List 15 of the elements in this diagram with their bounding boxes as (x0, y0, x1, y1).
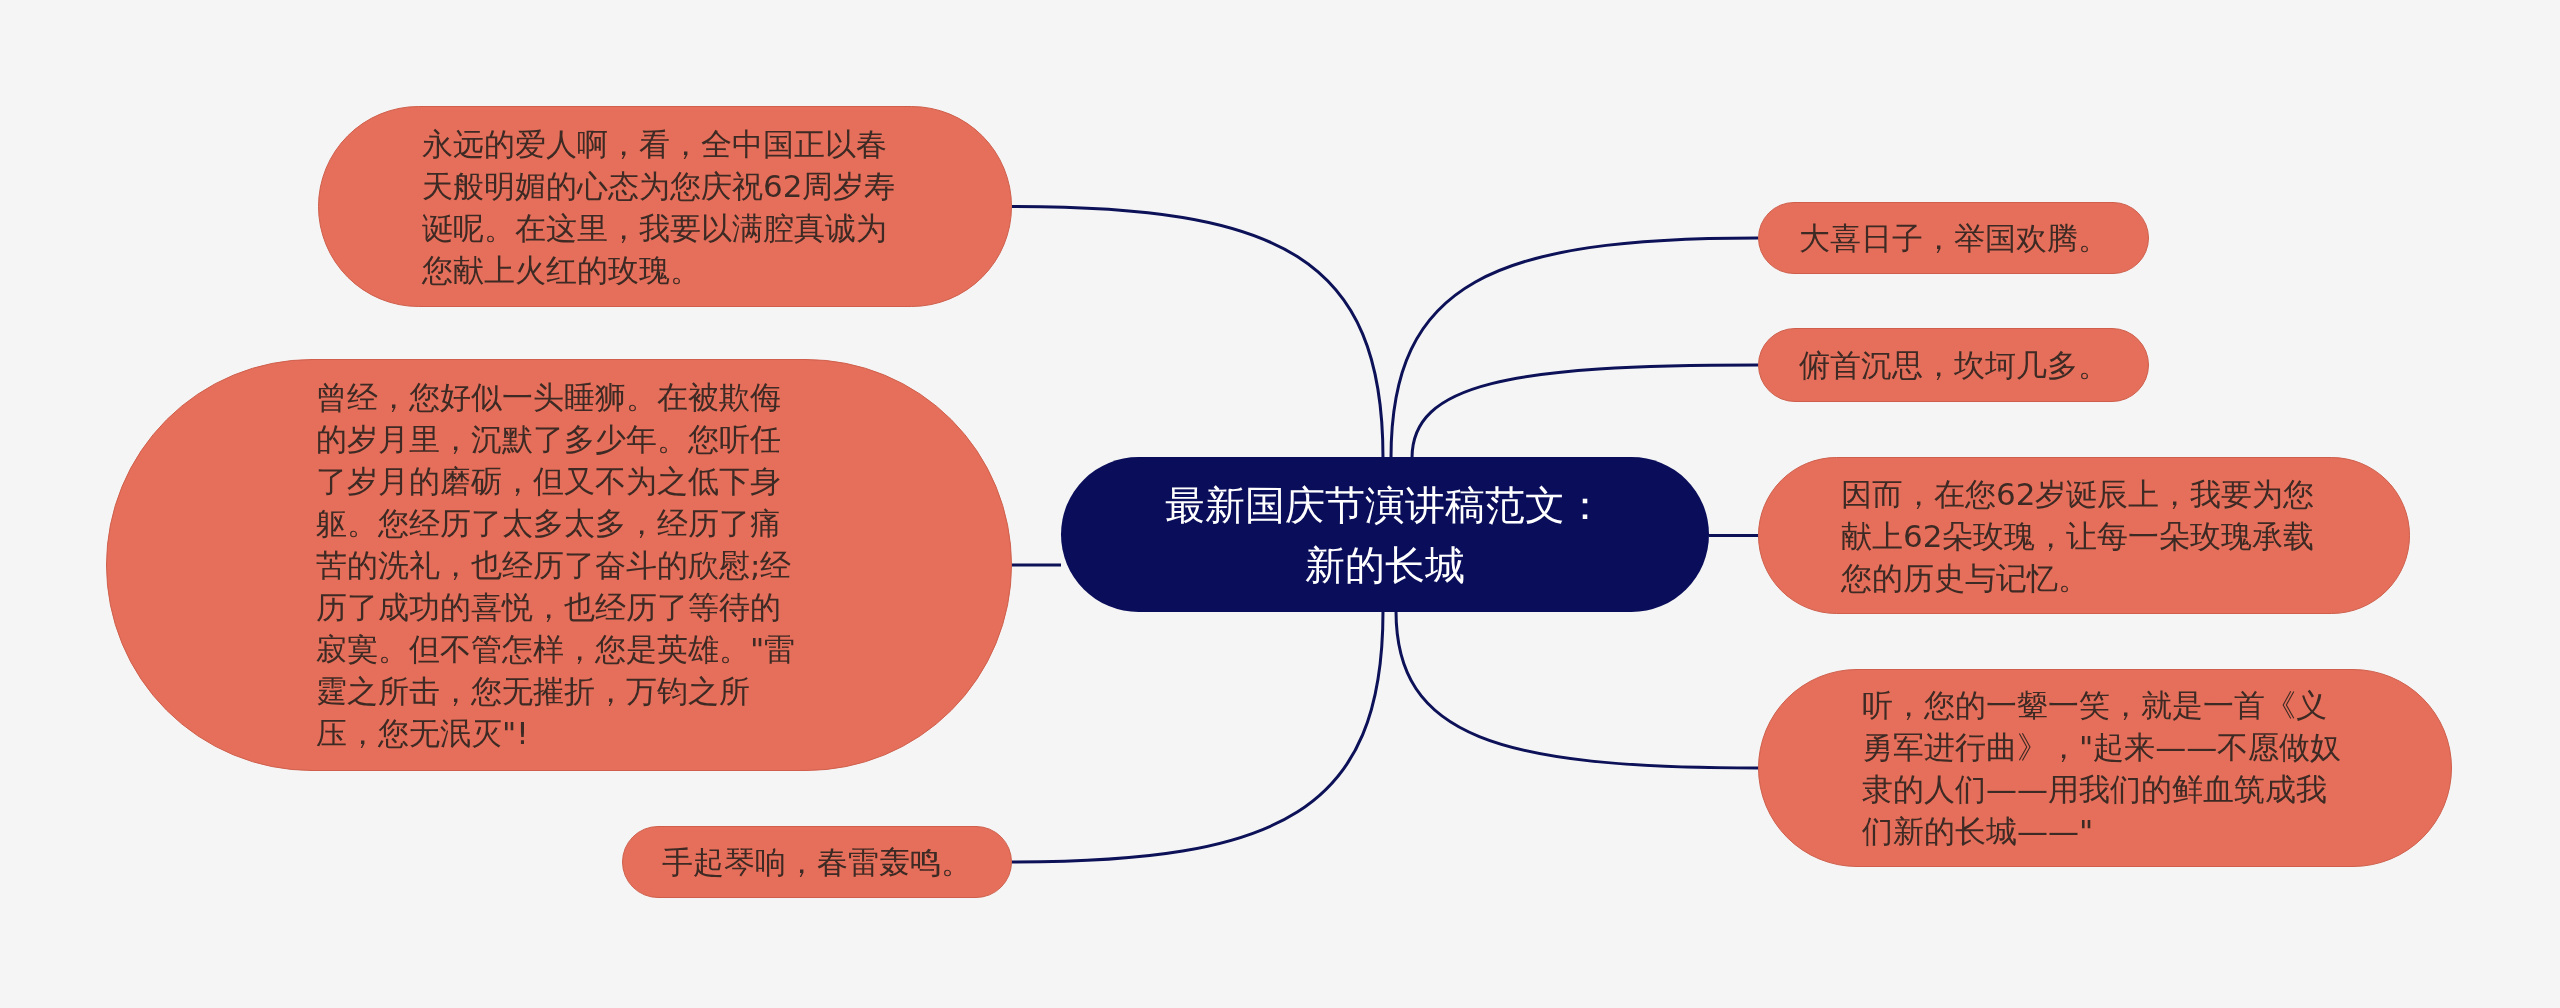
connector-line (1011, 205, 1385, 459)
connector-line (1709, 534, 1758, 537)
node-text: 大喜日子，举国欢腾。 (1798, 219, 2109, 258)
node-text: 曾经，您好似一头睡狮。在被欺侮的岁月里，沉默了多少年。您听任了岁月的磨砺，但又不为之低下身躯。您经历了太多太多，经历了痛苦的洗礼，也经历了奋斗的欣慰;经历了成功的喜悦，也经历了等待的寂寞。但不管怎样，您是英雄。"雷霆之所击，您无摧折，万钧之所压，您无泯灭"! (316, 378, 797, 753)
node-text: 最新国庆节演讲稿范文：新的长城 (1164, 480, 1606, 590)
connector-line (1011, 610, 1385, 864)
connector-line (1394, 610, 1758, 770)
node-text: 永远的爱人啊，看，全中国正以春天般明媚的心态为您庆祝62周岁寿诞呢。在这里，我要以满腔真诚为您献上火红的玫瑰。 (422, 124, 897, 290)
connector-line (1410, 363, 1758, 459)
connector-line (1389, 236, 1759, 459)
node-text: 听，您的一颦一笑，就是一首《义勇军进行曲》，"起来——不愿做奴隶的人们——用我们的鲜血筑成我们新的长城——" (1862, 686, 2343, 851)
node-text: 俯首沉思，坎坷几多。 (1798, 346, 2109, 385)
node-text: 手起琴响，春雷轰鸣。 (662, 843, 972, 882)
connector-line (1012, 563, 1061, 567)
node-text: 因而，在您62岁诞辰上，我要为您献上62朵玫瑰，让每一朵玫瑰承载您的历史与记忆。 (1841, 474, 2316, 598)
